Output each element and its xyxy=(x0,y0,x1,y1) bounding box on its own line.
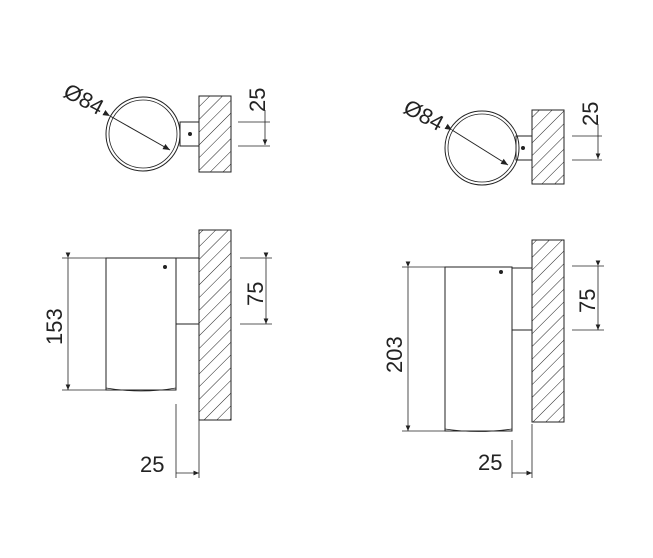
mount-label: 75 xyxy=(243,282,268,306)
height-label-2: 203 xyxy=(382,336,407,373)
offset-label: 25 xyxy=(245,88,270,112)
offset-label-4: 25 xyxy=(478,450,502,475)
height-label: 153 xyxy=(42,308,67,345)
mount-label-2: 75 xyxy=(575,289,600,313)
mount-bracket xyxy=(179,121,200,147)
diameter-label-2: Ø84 xyxy=(400,94,448,136)
mount-plate xyxy=(175,257,200,325)
diameter-label: Ø84 xyxy=(60,78,108,120)
fixture-circle-2 xyxy=(444,110,520,186)
plan-view-large: Ø84 25 xyxy=(400,94,603,186)
wall-hatch-2 xyxy=(531,109,565,185)
fixture-body xyxy=(105,257,177,391)
diameter-arrow xyxy=(102,109,171,151)
offset-label-2: 25 xyxy=(578,102,603,126)
wall-hatch xyxy=(198,95,232,173)
fixture-circle xyxy=(105,96,181,172)
side-view-large: 203 75 25 xyxy=(382,239,604,478)
plan-view-small: Ø84 25 xyxy=(60,78,270,173)
side-view-small: 153 75 25 xyxy=(42,229,272,478)
offset-label-3: 25 xyxy=(140,452,164,477)
fixture-body-2 xyxy=(444,266,513,432)
